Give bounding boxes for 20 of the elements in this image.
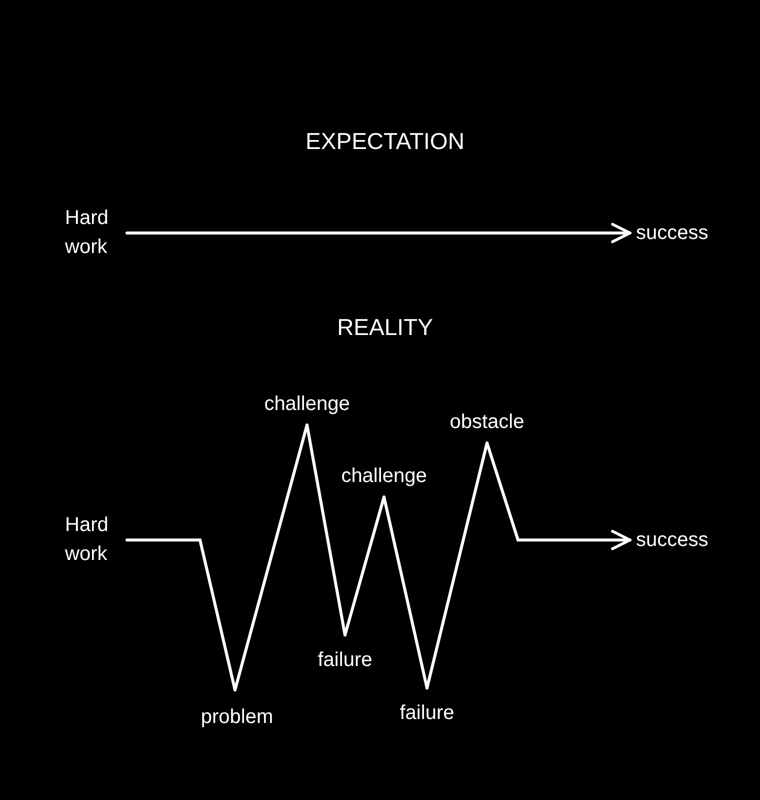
- line-segment: [344, 496, 386, 636]
- section-heading: EXPECTATION: [304, 128, 466, 155]
- node-label: Hard work: [65, 511, 127, 569]
- node-label: success: [636, 526, 726, 555]
- line-segment: [382, 496, 428, 690]
- node-label: obstacle: [432, 408, 542, 443]
- node-label: Hard work: [65, 204, 127, 262]
- node-label: problem: [192, 690, 282, 732]
- line-segment: [234, 424, 308, 692]
- line-segment: [126, 538, 236, 692]
- node-label: failure: [387, 688, 467, 728]
- section-heading: REALITY: [336, 314, 434, 341]
- node-label: challenge: [329, 462, 439, 497]
- node-label: failure: [305, 635, 385, 675]
- arrow: [486, 442, 632, 550]
- line-segment: [426, 442, 488, 690]
- line-segment: [306, 424, 346, 636]
- node-label: challenge: [252, 390, 362, 425]
- arrow: [126, 222, 632, 244]
- node-label: success: [636, 219, 726, 248]
